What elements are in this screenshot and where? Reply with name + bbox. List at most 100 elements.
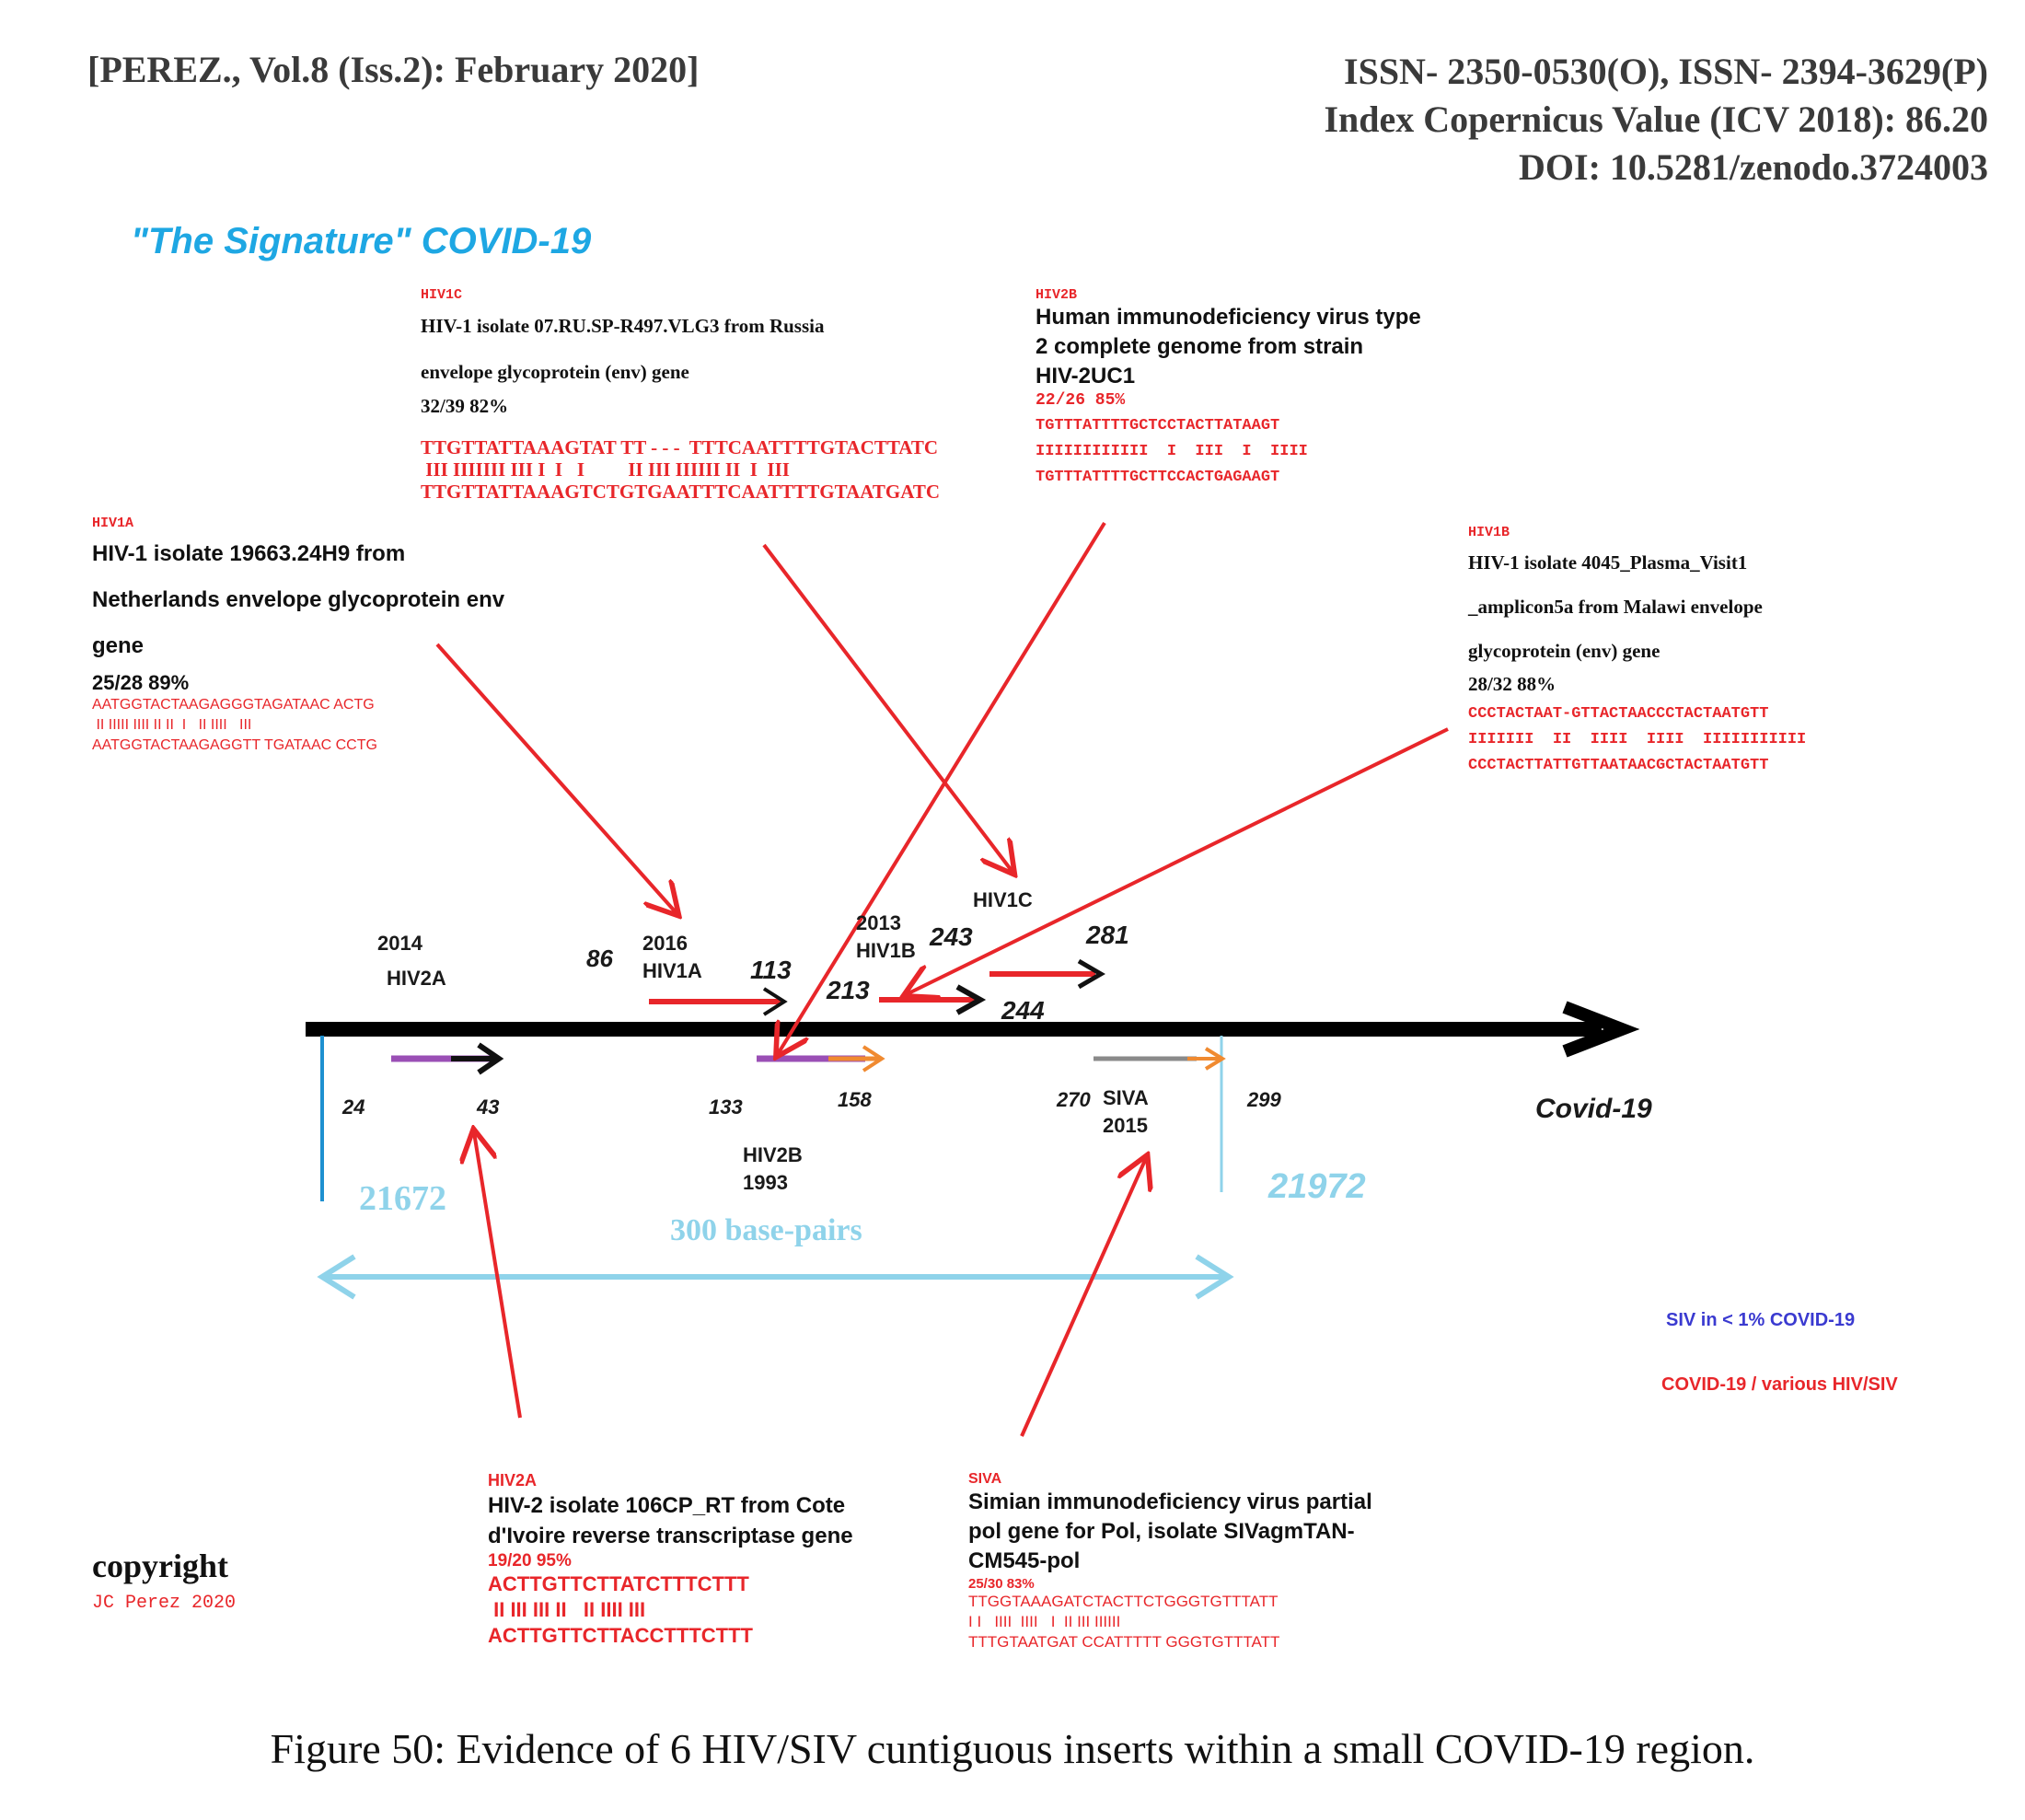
hiv1b-year: 2013 bbox=[856, 911, 901, 934]
hiv1c-segment-head bbox=[1077, 958, 1105, 990]
position-244: 244 bbox=[1001, 996, 1045, 1025]
hiv2b-code: HIV2B bbox=[1036, 287, 1078, 303]
header-doi: DOI: 10.5281/zenodo.3724003 bbox=[1519, 146, 1988, 188]
hiv1b-description-line2: _amplicon5a from Malawi envelope bbox=[1468, 596, 1763, 618]
legend-siv: SIV in < 1% COVID-19 bbox=[1666, 1310, 1856, 1330]
hiv1b-seq-subject: CCCTACTTATTGTTAATAACGCTACTAATGTT bbox=[1468, 757, 1769, 774]
hiv2a-seq-match: II III III II II IIII III bbox=[488, 1598, 646, 1621]
hiv1b-alignment-box: HIV1B HIV-1 isolate 4045_Plasma_Visit1 _… bbox=[1468, 525, 1806, 779]
hiv2a-year: 2014 bbox=[377, 932, 422, 955]
header-icv: Index Copernicus Value (ICV 2018): 86.20 bbox=[1324, 99, 1988, 140]
hiv2a-segment-head bbox=[477, 1042, 504, 1075]
siva-seq-match: I I IIII IIII I II III IIIIII bbox=[968, 1613, 1121, 1630]
hiv1a-seq-subject: AATGGTACTAAGAGGTT TGATAAC CCTG bbox=[92, 737, 377, 753]
siva-description-line2: pol gene for Pol, isolate SIVagmTAN- bbox=[968, 1519, 1355, 1544]
hiv1a-seq-match: II IIIII IIII II II I II IIII III bbox=[92, 717, 252, 733]
hiv2b-identity: 22/26 85% bbox=[1036, 391, 1126, 410]
covid-axis-label: Covid-19 bbox=[1535, 1094, 1652, 1124]
span-arrow-left bbox=[317, 1254, 356, 1300]
siva-seq-query: TTGGTAAAGATCTACTTCTGGGTGTTTATT bbox=[968, 1593, 1279, 1610]
hiv2a-seq-query: ACTTGTTCTTATCTTTCTTT bbox=[488, 1572, 749, 1595]
hiv2b-description-line3: HIV-2UC1 bbox=[1036, 364, 1136, 388]
position-281: 281 bbox=[1086, 921, 1129, 949]
hiv1a-year: 2016 bbox=[642, 932, 688, 955]
hiv1c-pointer-arrow bbox=[762, 543, 1012, 872]
hiv1a-description-line2: Netherlands envelope glycoprotein env bbox=[92, 587, 505, 612]
position-113: 113 bbox=[750, 956, 792, 984]
hiv1a-identity: 25/28 89% bbox=[92, 671, 190, 694]
hiv1a-description-line1: HIV-1 isolate 19663.24H9 from bbox=[92, 541, 406, 566]
hiv2b-year: 1993 bbox=[743, 1171, 788, 1194]
hiv1a-label: HIV1A bbox=[642, 959, 702, 982]
hiv2a-label: HIV2A bbox=[387, 967, 446, 990]
hiv1a-segment-head bbox=[762, 987, 788, 1016]
position-270: 270 bbox=[1057, 1088, 1091, 1111]
figure-title: "The Signature" COVID-19 bbox=[131, 221, 592, 261]
siva-alignment-box: SIVA Simian immunodeficiency virus parti… bbox=[968, 1471, 1372, 1652]
siva-seq-subject: TTTGTAATGAT CCATTTTT GGGTGTTTATT bbox=[968, 1633, 1280, 1651]
hiv1c-label: HIV1C bbox=[973, 888, 1033, 911]
copyright-author: JC Perez 2020 bbox=[92, 1593, 237, 1614]
siva-code: SIVA bbox=[968, 1471, 1002, 1487]
hiv2a-identity: 19/20 95% bbox=[488, 1551, 572, 1571]
hiv1a-seq-query: AATGGTACTAAGAGGGTAGATAAC ACTG bbox=[92, 697, 375, 713]
hiv2a-description-line2: d'Ivoire reverse transcriptase gene bbox=[488, 1524, 853, 1548]
header-citation: [PEREZ., Vol.8 (Iss.2): February 2020] bbox=[87, 49, 700, 90]
hiv1b-segment-head bbox=[955, 984, 987, 1015]
hiv1a-code: HIV1A bbox=[92, 516, 134, 531]
hiv1c-alignment-box: HIV1C HIV-1 isolate 07.RU.SP-R497.VLG3 f… bbox=[421, 287, 940, 503]
figure-caption: Figure 50: Evidence of 6 HIV/SIV cuntigu… bbox=[270, 1725, 1755, 1772]
hiv2b-alignment-box: HIV2B Human immunodeficiency virus type … bbox=[1036, 287, 1421, 491]
genome-axis-arrowhead bbox=[1562, 1001, 1640, 1058]
header-issn-block: ISSN- 2350-0530(O), ISSN- 2394-3629(P) I… bbox=[1324, 48, 1988, 191]
hiv1b-description-line1: HIV-1 isolate 4045_Plasma_Visit1 bbox=[1468, 551, 1748, 574]
hiv1b-description-line3: glycoprotein (env) gene bbox=[1468, 640, 1660, 662]
hiv1a-pointer-arrow bbox=[435, 643, 677, 913]
position-133: 133 bbox=[709, 1095, 743, 1119]
hiv1c-seq-query: TTGTTATTAAAGTAT TT - - - TTTCAATTTTGTACT… bbox=[421, 436, 939, 458]
hiv1b-pointer-arrow bbox=[907, 727, 1449, 994]
position-158: 158 bbox=[838, 1088, 872, 1111]
hiv1a-description-line3: gene bbox=[92, 633, 145, 658]
hiv1b-code: HIV1B bbox=[1468, 525, 1510, 540]
siva-description-line3: CM545-pol bbox=[968, 1548, 1081, 1573]
position-86: 86 bbox=[586, 945, 613, 972]
copyright-label: copyright bbox=[92, 1548, 228, 1584]
hiv2a-code: HIV2A bbox=[488, 1471, 538, 1490]
hiv1b-identity: 28/32 88% bbox=[1468, 673, 1556, 695]
header-issn: ISSN- 2350-0530(O), ISSN- 2394-3629(P) bbox=[1344, 51, 1988, 92]
position-24: 24 bbox=[342, 1095, 365, 1119]
position-299: 299 bbox=[1247, 1088, 1281, 1111]
hiv1b-seq-query: CCCTACTAAT-GTTACTAACCCTACTAATGTT bbox=[1468, 705, 1769, 723]
hiv2b-segment-head bbox=[862, 1045, 885, 1072]
legend-hiv: COVID-19 / various HIV/SIV bbox=[1661, 1374, 1898, 1395]
hiv1c-code: HIV1C bbox=[421, 287, 463, 303]
siva-description-line1: Simian immunodeficiency virus partial bbox=[968, 1490, 1372, 1514]
hiv1b-label: HIV1B bbox=[856, 939, 916, 962]
position-243: 243 bbox=[930, 922, 973, 951]
position-213: 213 bbox=[827, 976, 870, 1004]
siva-label: SIVA bbox=[1103, 1086, 1149, 1109]
hiv2b-seq-match: IIIIIIIIIIII I III I IIII bbox=[1036, 443, 1308, 460]
siva-identity: 25/30 83% bbox=[968, 1576, 1035, 1592]
hiv2a-alignment-box: HIV2A HIV-2 isolate 106CP_RT from Cote d… bbox=[488, 1471, 853, 1649]
genome-end-coordinate: 21972 bbox=[1268, 1167, 1366, 1206]
hiv2b-label: HIV2B bbox=[743, 1143, 803, 1166]
span-label: 300 base-pairs bbox=[670, 1213, 862, 1247]
hiv2b-description-line1: Human immunodeficiency virus type bbox=[1036, 305, 1421, 330]
position-43: 43 bbox=[477, 1095, 500, 1119]
hiv2a-description-line1: HIV-2 isolate 106CP_RT from Cote bbox=[488, 1493, 846, 1518]
hiv2a-pointer-arrow bbox=[474, 1132, 522, 1419]
hiv1c-seq-match: III IIIIIII III I I I II III IIIIII II I… bbox=[421, 458, 790, 481]
hiv2b-seq-subject: TGTTTATTTTGCTTCCACTGAGAAGT bbox=[1036, 469, 1280, 486]
hiv1c-identity: 32/39 82% bbox=[421, 395, 509, 417]
hiv2a-seq-subject: ACTTGTTCTTACCTTTCTTT bbox=[488, 1624, 753, 1647]
hiv2b-pointer-arrow bbox=[778, 521, 1106, 1054]
siva-segment-head bbox=[1204, 1047, 1226, 1071]
genome-start-coordinate: 21672 bbox=[359, 1179, 446, 1218]
span-arrow-right bbox=[1195, 1254, 1234, 1300]
hiv2b-seq-query: TGTTTATTTTGCTCCTACTTATAAGT bbox=[1036, 417, 1280, 435]
hiv1c-seq-subject: TTGTTATTAAAGTCTGTGAATTTCAATTTTGTAATGATC bbox=[421, 481, 940, 503]
hiv1a-alignment-box: HIV1A HIV-1 isolate 19663.24H9 from Neth… bbox=[92, 516, 504, 756]
hiv1c-description-line1: HIV-1 isolate 07.RU.SP-R497.VLG3 from Ru… bbox=[421, 315, 825, 337]
